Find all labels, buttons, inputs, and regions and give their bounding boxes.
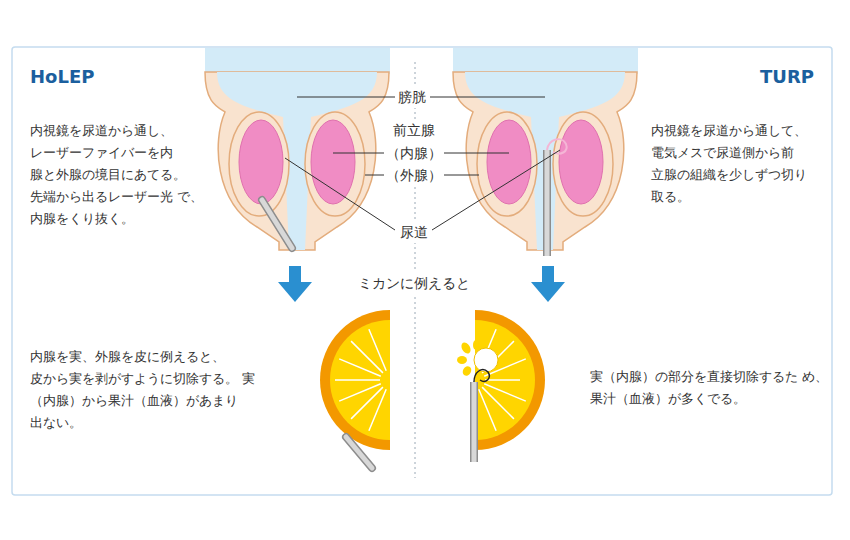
bladder-top bbox=[205, 48, 390, 74]
part-name: 前立腺 bbox=[391, 119, 437, 141]
analogy-note: 内腺を実、外腺を皮に例えると、 皮から実を剥がすように切除する。 実（内腺）から… bbox=[30, 346, 285, 434]
part-name: （内腺） bbox=[384, 142, 444, 164]
endoscope bbox=[543, 150, 551, 256]
method-title: HoLEP bbox=[30, 66, 150, 88]
method-title: TURP bbox=[760, 66, 840, 88]
endoscope bbox=[262, 200, 292, 248]
section-heading: ミカンに例えると bbox=[356, 272, 472, 294]
part-name: （外腺） bbox=[384, 164, 444, 186]
description: 内視鏡を尿道から通し、 レーザーファイバーを内 腺と外腺の境目にあてる。 先端か… bbox=[30, 120, 220, 230]
endoscope bbox=[262, 200, 292, 248]
down-arrow bbox=[278, 266, 565, 302]
part-name: 尿道 bbox=[398, 221, 430, 243]
analogy-note: 実（内腺）の部分を直接切除するた め、果汁（血液）が多くでる。 bbox=[590, 366, 830, 410]
endoscope bbox=[545, 150, 550, 256]
part-name: 膀胱 bbox=[396, 86, 428, 108]
prostate-holep bbox=[205, 72, 389, 250]
panel-frame bbox=[12, 47, 832, 495]
orange-holep bbox=[320, 310, 390, 468]
leader-lines bbox=[285, 97, 560, 230]
orange-turp bbox=[457, 310, 545, 462]
bladder-top bbox=[453, 48, 638, 74]
description: 内視鏡を尿道から通して、 電気メスで尿道側から前 立腺の組織を少しずつ切り 取る… bbox=[651, 120, 831, 208]
